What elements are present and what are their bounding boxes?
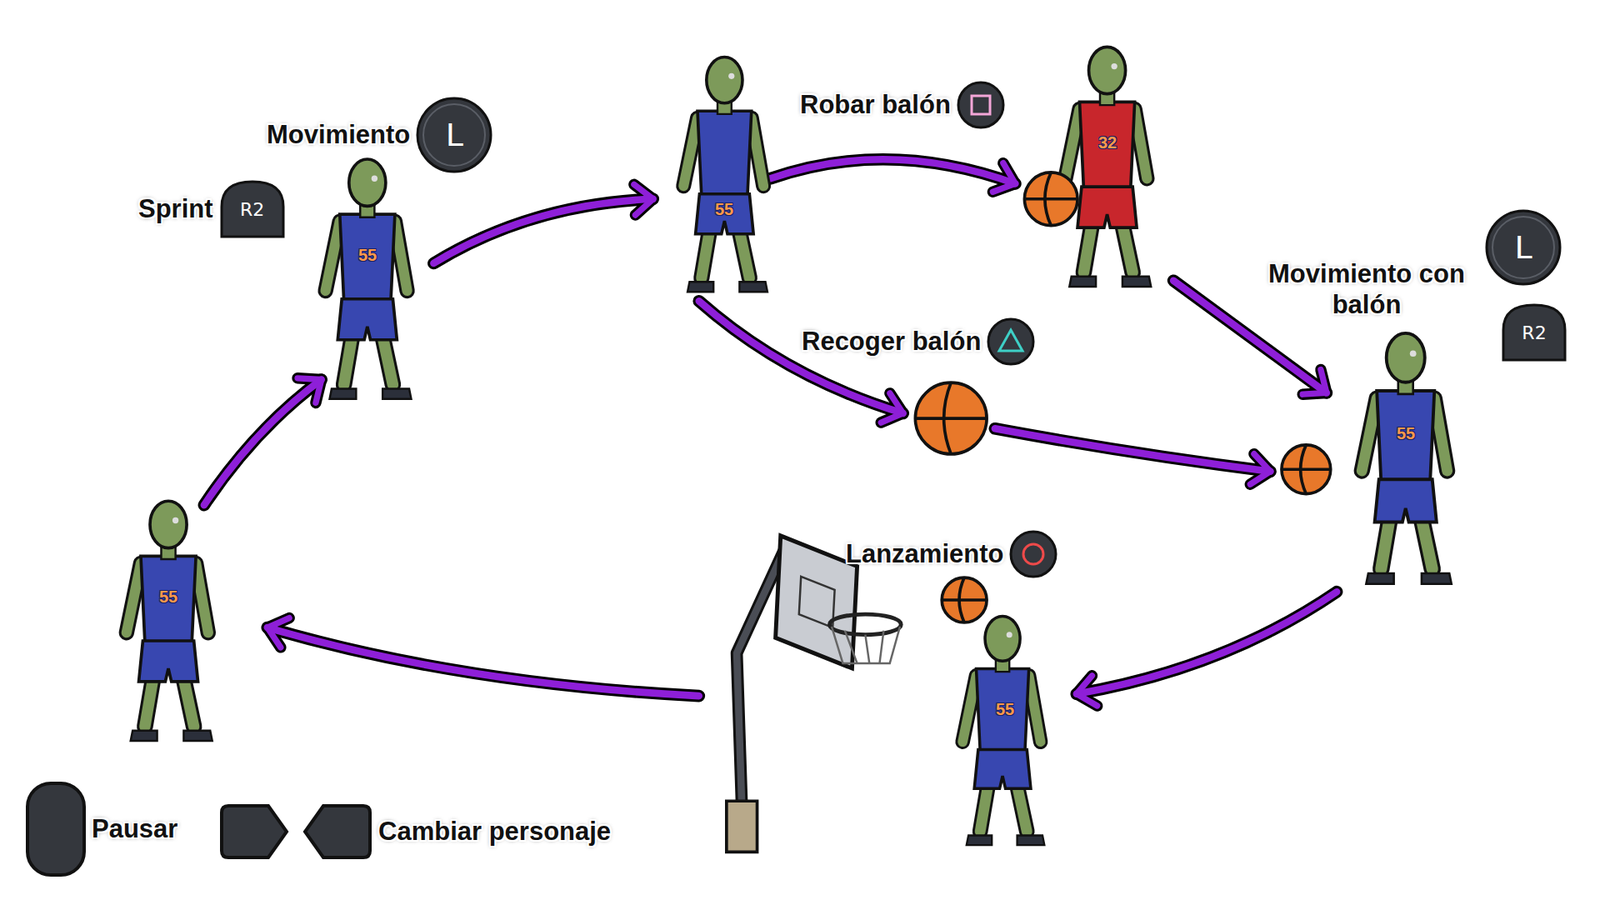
- button-shape: [985, 316, 1036, 367]
- button-shape: [218, 802, 374, 861]
- jersey-number: 55: [1396, 424, 1415, 444]
- jersey-number: 32: [1098, 133, 1117, 153]
- button-shape: [25, 780, 87, 878]
- control-item: Pausar: [25, 780, 178, 878]
- jersey-number: 55: [358, 245, 377, 265]
- action-label: Movimiento: [266, 120, 410, 150]
- control-item: MovimientoL: [266, 95, 494, 175]
- button-key: L: [1484, 208, 1563, 287]
- control-item: SprintR2: [138, 178, 287, 240]
- controller-button: L: [1484, 208, 1563, 287]
- button-key: R2: [218, 178, 287, 240]
- control-item: Movimiento con balónL: [1254, 208, 1563, 320]
- action-label: Lanzamiento: [845, 539, 1004, 570]
- action-label: Pausar: [91, 814, 178, 845]
- action-label: Cambiar personaje: [378, 816, 611, 847]
- controller-button: R2: [1500, 301, 1569, 364]
- controller-button: L: [415, 95, 494, 175]
- controller-button: [985, 316, 1036, 367]
- basket-hoop: [726, 535, 901, 853]
- controller-button: [1008, 529, 1059, 580]
- control-item: R2: [1500, 301, 1569, 364]
- control-item: Recoger balón: [801, 316, 1036, 367]
- controller-button: [25, 780, 87, 878]
- action-label: Sprint: [138, 194, 214, 225]
- jersey-number: 55: [995, 700, 1015, 720]
- control-item: Cambiar personaje: [218, 802, 611, 861]
- controller-button: R2: [218, 178, 287, 240]
- jersey-number: 55: [159, 587, 178, 607]
- jersey-number: 55: [715, 200, 734, 220]
- action-label: Movimiento con balón: [1254, 258, 1480, 320]
- button-key: R2: [1500, 301, 1569, 364]
- control-item: Robar balón: [800, 80, 1006, 130]
- button-shape: [955, 80, 1006, 130]
- control-item: Lanzamiento: [845, 529, 1059, 580]
- flow-arrows: [204, 159, 1337, 696]
- controller-button: [955, 80, 1006, 130]
- action-label: Recoger balón: [801, 326, 981, 357]
- controller-button: [218, 802, 374, 861]
- button-shape: [1008, 529, 1059, 580]
- players: [126, 46, 1452, 845]
- button-key: L: [415, 95, 494, 175]
- action-label: Robar balón: [800, 90, 951, 120]
